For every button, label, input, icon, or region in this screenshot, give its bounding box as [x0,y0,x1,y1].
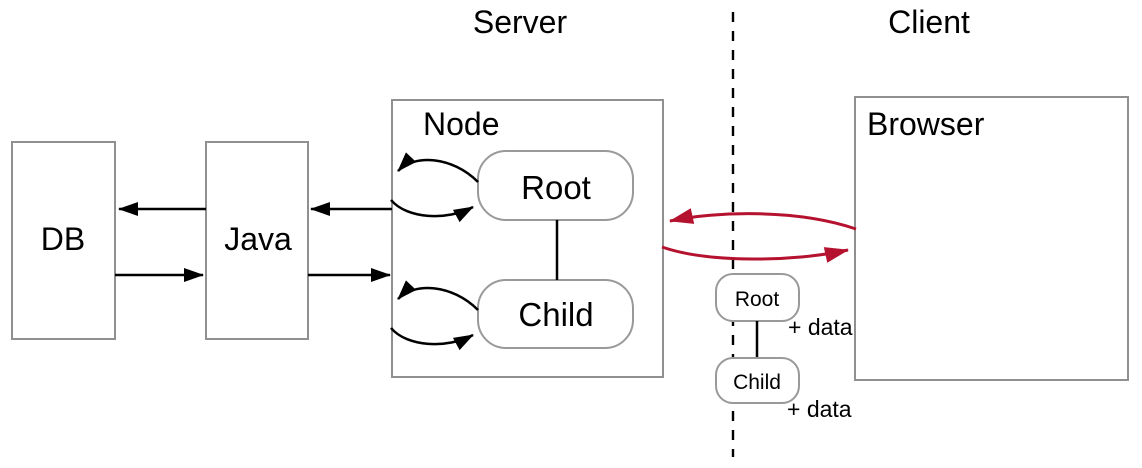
java-label: Java [224,221,292,257]
transfer-arrow-to-client [661,245,849,263]
java-box [205,141,309,340]
child-loop-in-arrow [390,327,474,351]
root-loop-out-arrow [397,152,479,183]
client-child-node [715,357,800,404]
db-label: DB [41,221,85,257]
root-node [477,150,634,221]
client-title: Client [888,4,970,40]
child-node [477,279,634,349]
node-label: Node [423,106,500,142]
root-loop-in-arrow [390,199,474,223]
transfer-arrow-to-server [669,208,857,231]
browser-label: Browser [867,106,985,142]
server-title: Server [473,4,568,40]
db-box [11,141,116,340]
root-label: Root [521,169,591,206]
browser-box [854,96,1129,381]
child-label: Child [518,296,593,333]
client-child-label: Child [733,371,781,394]
root-data-label: + data [788,314,853,340]
child-loop-out-arrow [397,280,479,311]
child-data-label: + data [787,396,852,422]
client-root-label: Root [735,288,780,311]
